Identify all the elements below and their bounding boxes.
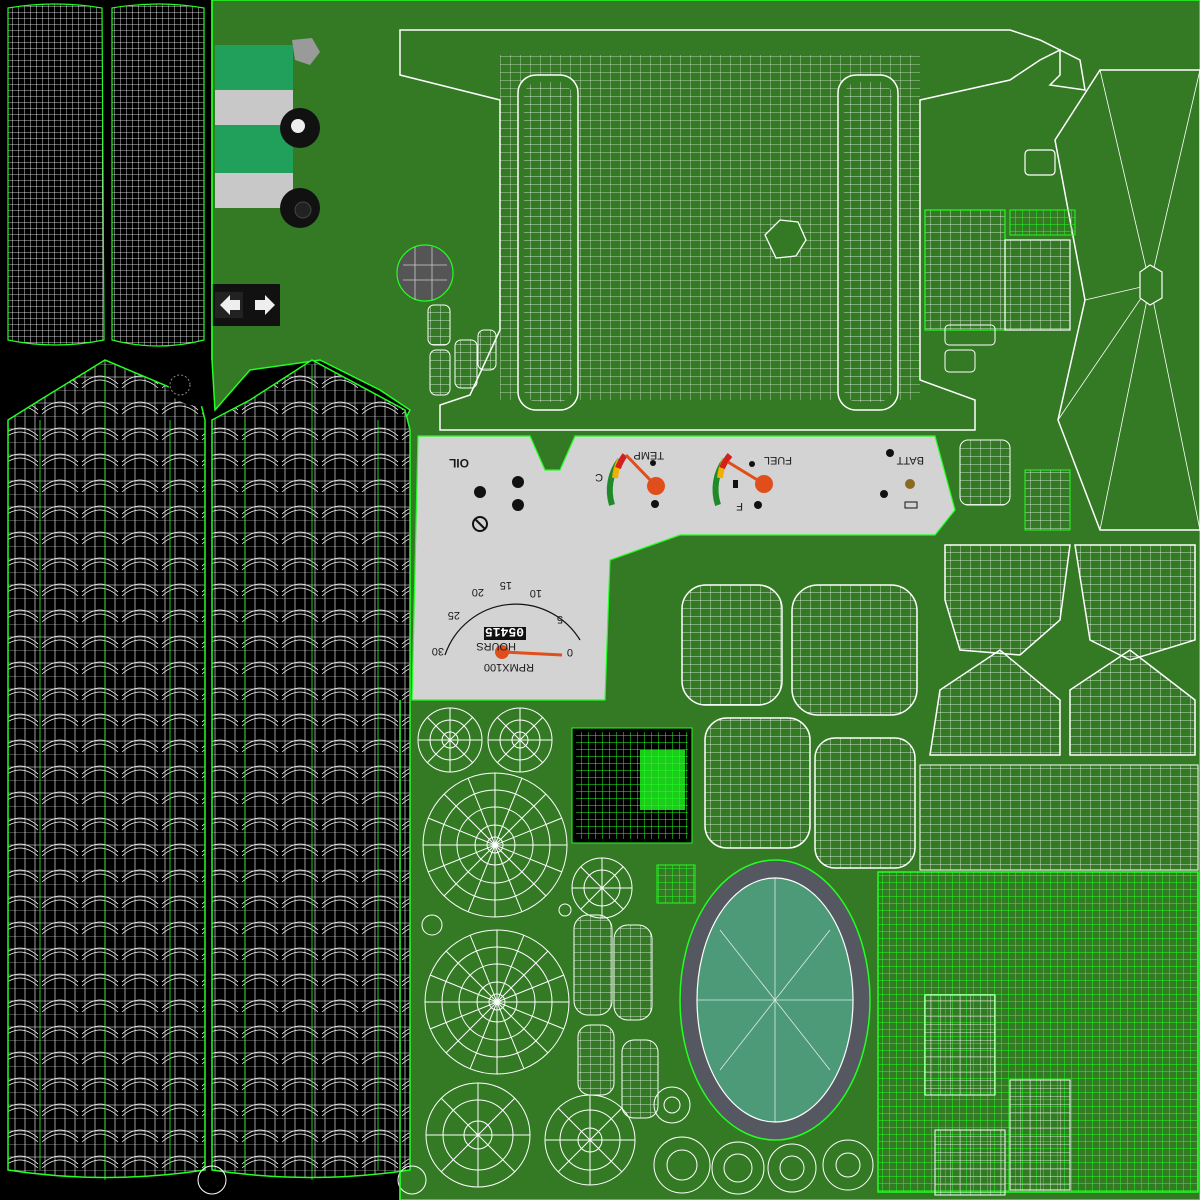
knob-icon: [280, 108, 320, 228]
decal-block: [215, 38, 320, 208]
batt-label: BATT: [896, 454, 924, 466]
fuel-label: FUEL: [764, 454, 792, 466]
hour-counter: 05415: [485, 624, 524, 639]
hours-label: HOURS: [476, 640, 516, 652]
rpm-tick-0: 0: [567, 646, 573, 658]
temp-cold-label: C: [595, 471, 603, 483]
arrow-keys: [212, 284, 280, 326]
rpm-tick-5: 5: [557, 613, 563, 625]
rpm-tick-10: 10: [530, 587, 542, 599]
round-mesh-part: [396, 244, 454, 302]
seam-lines: [211, 0, 401, 1200]
fuel-full-label: F: [736, 500, 743, 512]
rpm-label: RPMX100: [484, 661, 534, 673]
dashboard-panel: OIL TEMP C FUEL F BATT: [411, 435, 956, 701]
temp-label: TEMP: [633, 449, 664, 461]
tire-tread-strip-left: [7, 359, 206, 1180]
small-uv-bars: [427, 304, 497, 396]
fender-panels: [929, 544, 1196, 756]
seat-cushions: [681, 584, 918, 869]
wheel-hubs: [197, 707, 874, 1195]
side-hex-panel: [1054, 69, 1200, 531]
grille-parts: [924, 149, 1076, 531]
fuel-pump-icon: [733, 480, 738, 488]
rpm-tick-20: 20: [472, 586, 484, 598]
tire-strip-top: [7, 3, 205, 347]
hood-panel: [399, 29, 1086, 431]
pill-parts: [573, 914, 659, 1119]
rpm-tick-30: 30: [432, 645, 444, 657]
warning-light-icon: [474, 486, 486, 498]
headlamp-lens: [679, 859, 871, 1141]
arrow-right-icon: [255, 295, 275, 315]
rpm-tick-15: 15: [500, 579, 512, 591]
arrow-left-icon: [220, 295, 240, 315]
gauge-ring-small: [165, 359, 212, 407]
oil-label: OIL: [449, 456, 469, 470]
rpm-tick-25: 25: [448, 609, 460, 621]
decal-texture-block: [571, 727, 696, 904]
striped-parts: [919, 764, 1199, 871]
battery-icon: [904, 501, 918, 509]
tire-tread-strip-right: [211, 359, 411, 1180]
